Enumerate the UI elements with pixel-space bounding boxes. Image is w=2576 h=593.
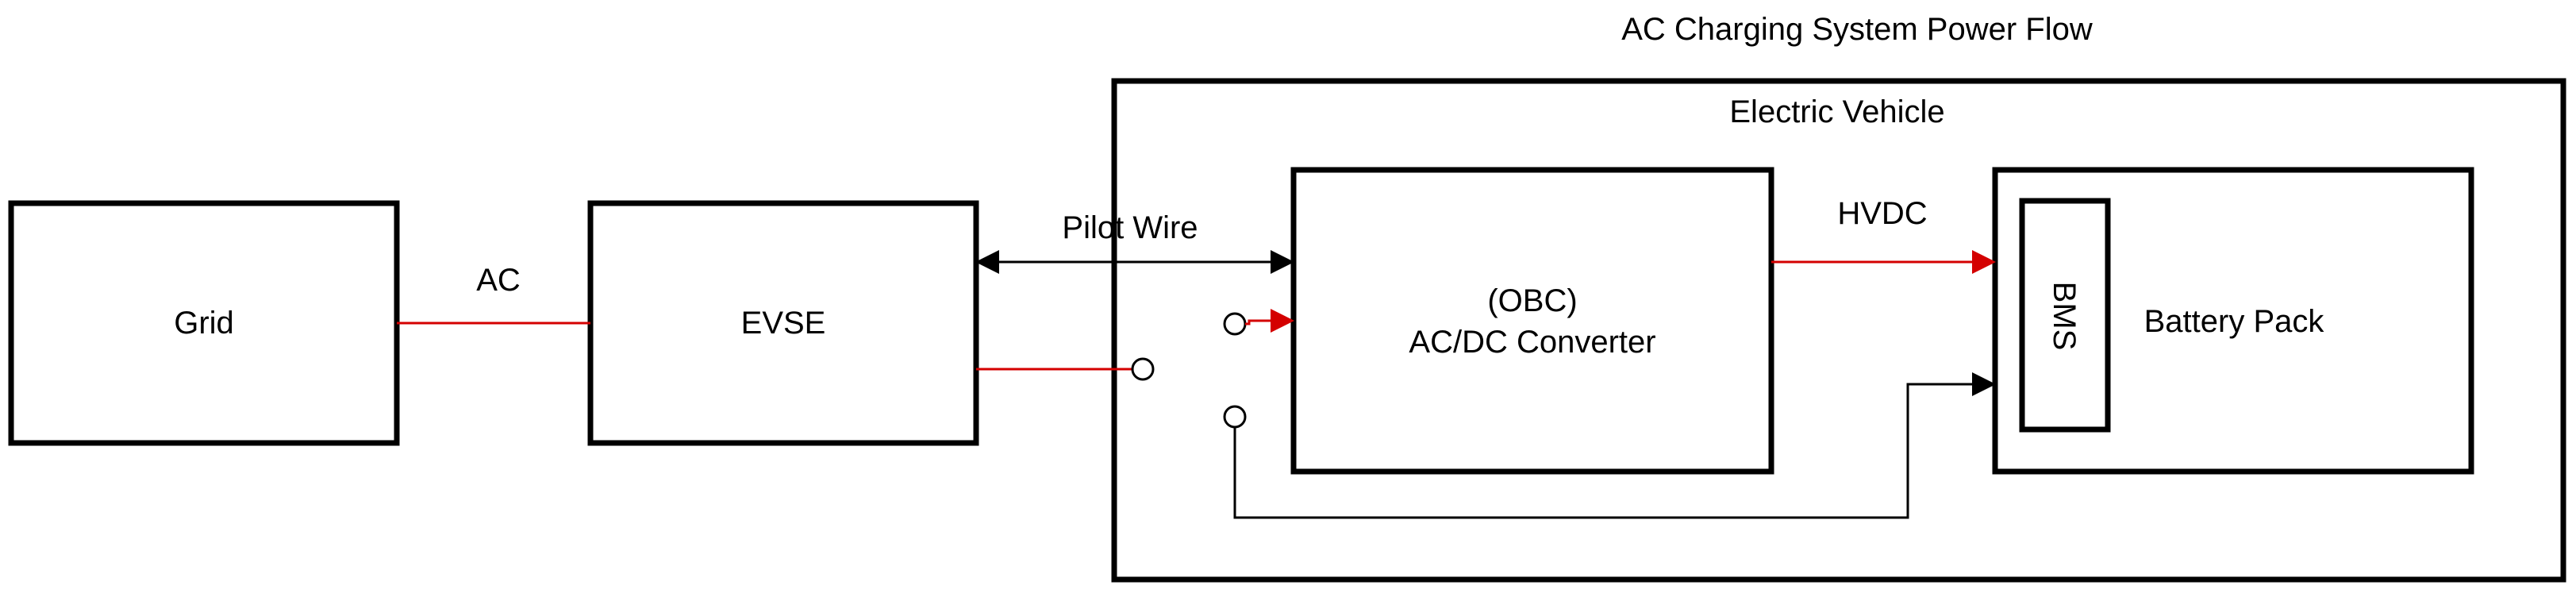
obc-label-line1: (OBC): [1487, 283, 1577, 318]
obc-label-line2: AC/DC Converter: [1409, 325, 1655, 360]
battery-pack-label: Battery Pack: [2144, 304, 2325, 339]
obc-block: [1290, 167, 1774, 475]
diagram-title: AC Charging System Power Flow: [1621, 12, 2093, 47]
evse-label: EVSE: [741, 306, 826, 341]
electric-vehicle-block: [1111, 78, 2566, 583]
bms-label: BMS: [2047, 282, 2082, 351]
ac-label: AC: [476, 263, 521, 298]
bms-signal-line: [1233, 372, 1996, 519]
electric-vehicle-label: Electric Vehicle: [1729, 94, 1944, 129]
bms-block: [2019, 198, 2111, 433]
grid-label: Grid: [174, 306, 234, 341]
pilot-wire-label: Pilot Wire: [1062, 210, 1198, 245]
bms-signal-terminal: [1223, 405, 1247, 429]
obc-input-terminal: [1223, 312, 1247, 336]
obc-input-line: [1245, 309, 1294, 333]
battery-pack-block: [1992, 167, 2474, 475]
vehicle-inlet-terminal: [1131, 357, 1155, 381]
hvdc-label: HVDC: [1837, 196, 1927, 231]
